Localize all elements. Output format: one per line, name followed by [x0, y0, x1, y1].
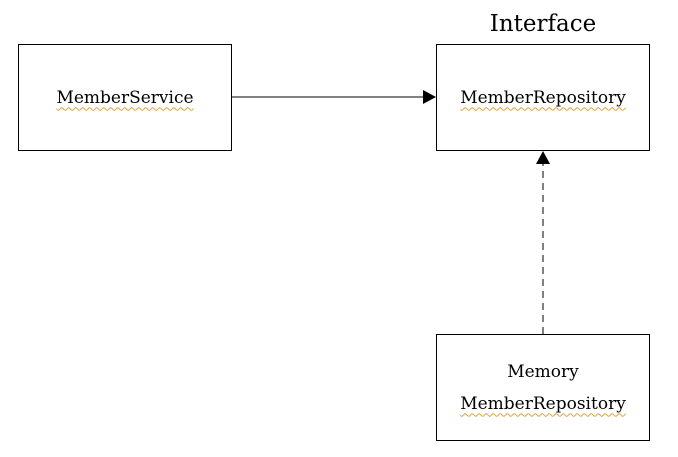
implementation-arrowhead [536, 151, 550, 164]
memory-label-line1: Memory [507, 361, 579, 382]
memory-label-line2: MemberRepository [460, 393, 626, 414]
member-repository-label: MemberRepository [460, 87, 626, 108]
association-arrowhead [423, 90, 436, 104]
member-service-box[interactable]: MemberService [18, 44, 232, 151]
memory-member-repository-box[interactable]: Memory MemberRepository [436, 334, 650, 441]
interface-stereotype-label: Interface [489, 11, 597, 37]
member-repository-box[interactable]: MemberRepository [436, 44, 650, 151]
member-service-label: MemberService [56, 87, 194, 108]
